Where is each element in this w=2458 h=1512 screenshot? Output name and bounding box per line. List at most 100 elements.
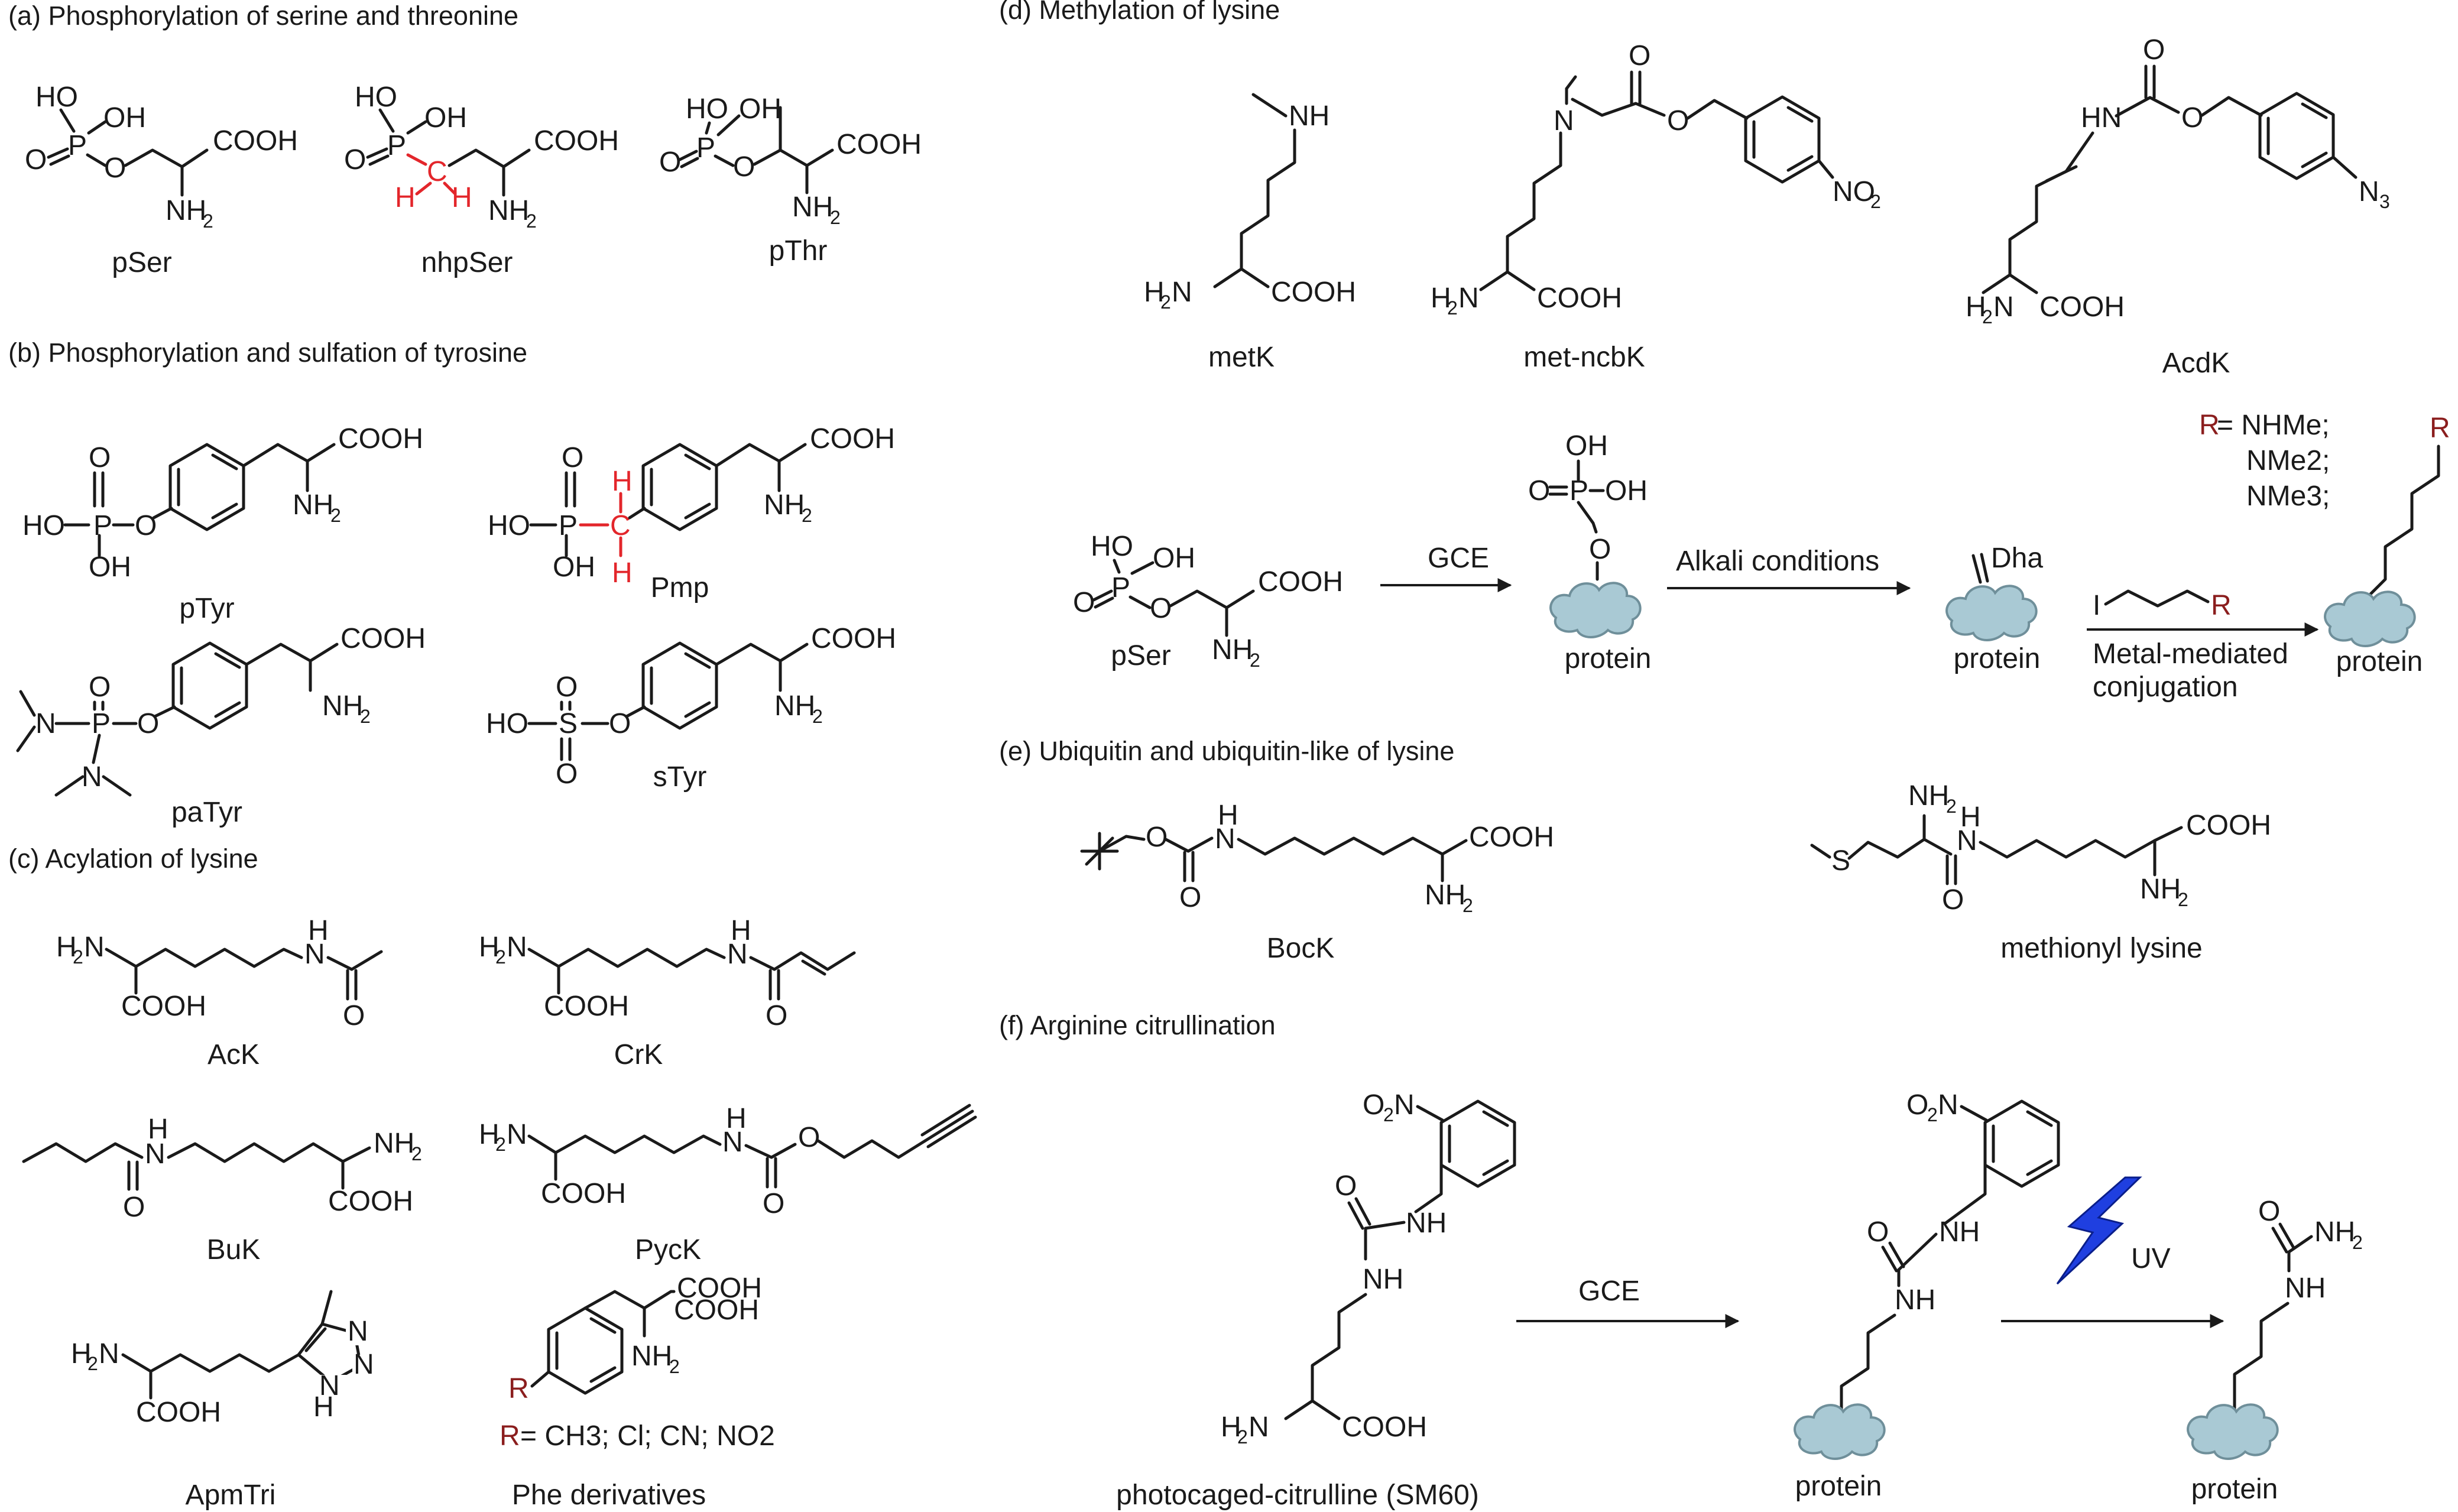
svg-text:N: N [99, 1338, 119, 1370]
label-CrK: CrK [614, 1039, 663, 1070]
svg-text:HO: HO [686, 93, 728, 125]
svg-text:OH: OH [553, 551, 595, 583]
svg-text:NH: NH [1425, 880, 1465, 911]
label-BuK: BuK [207, 1234, 261, 1266]
svg-text:OH: OH [424, 102, 467, 134]
svg-text:2: 2 [411, 1143, 422, 1164]
label-methionyl-lysine: methionyl lysine [2000, 933, 2202, 964]
section-f-title: (f) Arginine citrullination [999, 1010, 1276, 1040]
svg-text:NH: NH [1212, 634, 1253, 666]
structure-pSer: HO OH P O O COOH NH2 [25, 82, 298, 232]
svg-text:H: H [612, 466, 633, 497]
svg-text:COOH: COOH [810, 423, 895, 455]
structure-methionyl-lysine: S NH2 O N H COOH NH2 [1810, 780, 2271, 916]
svg-text:COOH: COOH [341, 623, 426, 654]
svg-text:OH: OH [103, 102, 146, 134]
label-uv: UV [2131, 1243, 2171, 1274]
svg-text:O: O [766, 1000, 787, 1031]
svg-text:N: N [507, 1119, 527, 1150]
svg-text:2: 2 [87, 1353, 98, 1374]
svg-text:N: N [1249, 1412, 1269, 1443]
structure-protein-dha: Dha [1945, 543, 2043, 641]
svg-text:O: O [1363, 1089, 1384, 1121]
svg-text:COOH: COOH [2039, 291, 2125, 323]
svg-text:COOH: COOH [1469, 822, 1554, 853]
svg-text:2: 2 [73, 946, 83, 968]
svg-text:H: H [1144, 277, 1165, 308]
svg-text:H: H [612, 557, 633, 589]
svg-text:N: N [1215, 823, 1236, 855]
svg-text:NH: NH [1908, 780, 1949, 812]
svg-text:P: P [1111, 572, 1130, 603]
svg-text:COOH: COOH [121, 991, 206, 1022]
svg-text:H: H [308, 915, 329, 946]
uv-lightning-icon [2056, 1176, 2142, 1285]
svg-text:COOH: COOH [2186, 810, 2271, 841]
svg-text:HO: HO [1091, 531, 1133, 562]
svg-text:NH: NH [774, 690, 815, 722]
r-group-list: R = NHMe; NMe2; NMe3; [2199, 410, 2330, 512]
structure-Pmp: O HO P OH C H H COOH NH2 [488, 423, 895, 589]
svg-text:OH: OH [1565, 430, 1608, 462]
svg-text:O: O [25, 144, 47, 176]
svg-text:H: H [731, 915, 751, 946]
svg-text:O: O [1528, 475, 1550, 507]
svg-text:2: 2 [812, 706, 823, 727]
svg-text:NH: NH [293, 489, 333, 521]
label-paTyr: paTyr [171, 797, 242, 828]
svg-text:NH: NH [1363, 1264, 1403, 1295]
svg-text:O: O [1906, 1089, 1928, 1121]
structure-pSer-reactant: HO OH P O O COOH NH2 [1073, 531, 1343, 671]
svg-text:O: O [1667, 105, 1689, 137]
svg-text:N: N [722, 1127, 743, 1158]
svg-text:NH: NH [764, 489, 805, 521]
svg-text:OH: OH [739, 93, 781, 125]
label-metal-1: Metal-mediated [2093, 638, 2288, 670]
label-sTyr: sTyr [653, 761, 707, 793]
svg-text:2: 2 [495, 1134, 506, 1155]
svg-text:2: 2 [2178, 889, 2188, 910]
svg-text:HN: HN [2081, 102, 2122, 134]
svg-text:H: H [395, 182, 416, 213]
svg-text:COOH: COOH [338, 423, 423, 455]
svg-text:O: O [1629, 40, 1650, 72]
svg-text:HO: HO [355, 82, 397, 113]
svg-text:H: H [56, 932, 77, 963]
svg-text:2: 2 [1982, 306, 1993, 327]
svg-text:NO: NO [1833, 176, 1875, 207]
svg-text:HO: HO [35, 82, 78, 113]
svg-text:NH: NH [1406, 1208, 1447, 1239]
structure-paTyr: O P N N O COOH NH2 [16, 623, 426, 797]
svg-text:2: 2 [802, 505, 812, 526]
structure-protein-alkylated: R [2324, 413, 2450, 647]
svg-text:P: P [696, 132, 715, 164]
svg-text:HO: HO [486, 708, 528, 739]
label-protein-2: protein [1954, 643, 2041, 674]
svg-text:O: O [1589, 534, 1611, 565]
label-metK: metK [1208, 342, 1275, 373]
svg-text:2: 2 [830, 207, 841, 228]
svg-text:P: P [68, 130, 87, 161]
svg-text:C: C [610, 510, 631, 541]
svg-text:COOH: COOH [836, 129, 922, 160]
svg-text:2: 2 [1870, 191, 1881, 212]
structure-sTyr: O HO S O O COOH NH2 [486, 623, 896, 790]
svg-text:I: I [2093, 590, 2100, 621]
svg-text:N: N [507, 932, 527, 963]
svg-text:H: H [1966, 291, 1986, 323]
svg-text:COOH: COOH [213, 125, 298, 157]
svg-text:O: O [1073, 587, 1095, 618]
svg-text:2: 2 [360, 706, 371, 727]
svg-text:3: 3 [2379, 191, 2390, 212]
svg-text:COOH: COOH [1342, 1412, 1427, 1443]
svg-text:2: 2 [203, 210, 213, 232]
svg-text:O: O [1942, 884, 1964, 916]
svg-text:NH: NH [1895, 1284, 1935, 1316]
svg-text:R: R [500, 1420, 520, 1452]
svg-text:= NHMe;: = NHMe; [2217, 410, 2330, 441]
